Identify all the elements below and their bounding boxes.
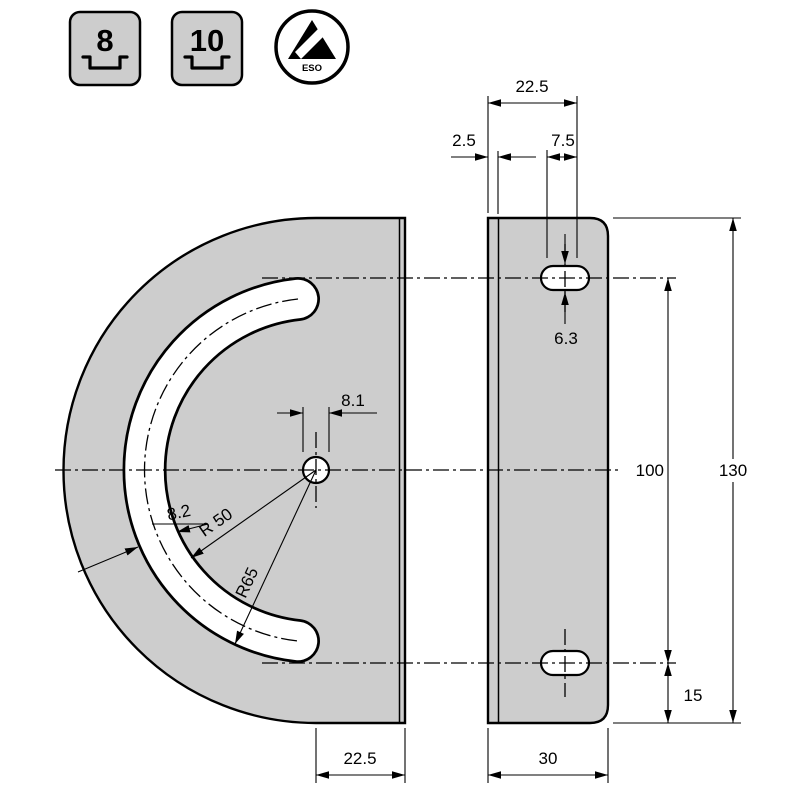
size-symbol-10-box [170, 10, 244, 87]
esd-label: ESO [302, 63, 322, 74]
dim-total-height: 130 [613, 217, 756, 724]
front-view-outline [62, 216, 407, 725]
dim-flat-depth: 22.5 [315, 728, 406, 783]
dim-text: 15 [684, 686, 703, 705]
radius-leader [190, 469, 317, 559]
esd-symbol: ESO [274, 9, 350, 85]
dim-side-slot-width: 6.3 [554, 234, 578, 348]
dim-top-slot-offset: 22.5 [487, 77, 578, 258]
size-symbol-10-label: 10 [190, 23, 224, 58]
dim-text: 8.1 [341, 391, 365, 410]
dim-text: 7.5 [551, 131, 575, 150]
dim-text: 130 [719, 461, 747, 480]
dim-text: 100 [636, 461, 664, 480]
dim-text: 8.2 [165, 501, 192, 524]
dim-text: 22.5 [343, 749, 376, 768]
dim-text: 2.5 [452, 131, 476, 150]
dim-bottom-margin: 15 [664, 663, 703, 723]
size-symbol-8: 8 [68, 10, 142, 87]
dim-slot-offset: 7.5 [546, 131, 577, 258]
clip-profile-icon [183, 55, 231, 70]
size-symbol-8-label: 8 [96, 23, 113, 58]
dim-hole-diameter: 8.1 [277, 391, 377, 452]
size-symbol-8-box [68, 10, 142, 87]
dim-text-background [710, 459, 756, 482]
size-symbol-10: 10 [170, 10, 244, 87]
dim-side-width: 30 [487, 728, 609, 783]
dim-text: 30 [539, 749, 558, 768]
dimension-line [176, 523, 209, 533]
clip-profile-icon [81, 55, 129, 70]
dim-hole-spacing: 100 [622, 278, 672, 663]
dim-edge-thickness: 2.5 [451, 131, 536, 214]
dim-front-slot-width: 8.2 [77, 501, 209, 573]
dimension-line [77, 546, 139, 573]
esd-hand-icon [295, 26, 327, 59]
dim-text: 22.5 [515, 77, 548, 96]
dim-text: 6.3 [554, 329, 578, 348]
dim-text-background [622, 459, 666, 482]
radius-leader [234, 469, 317, 645]
